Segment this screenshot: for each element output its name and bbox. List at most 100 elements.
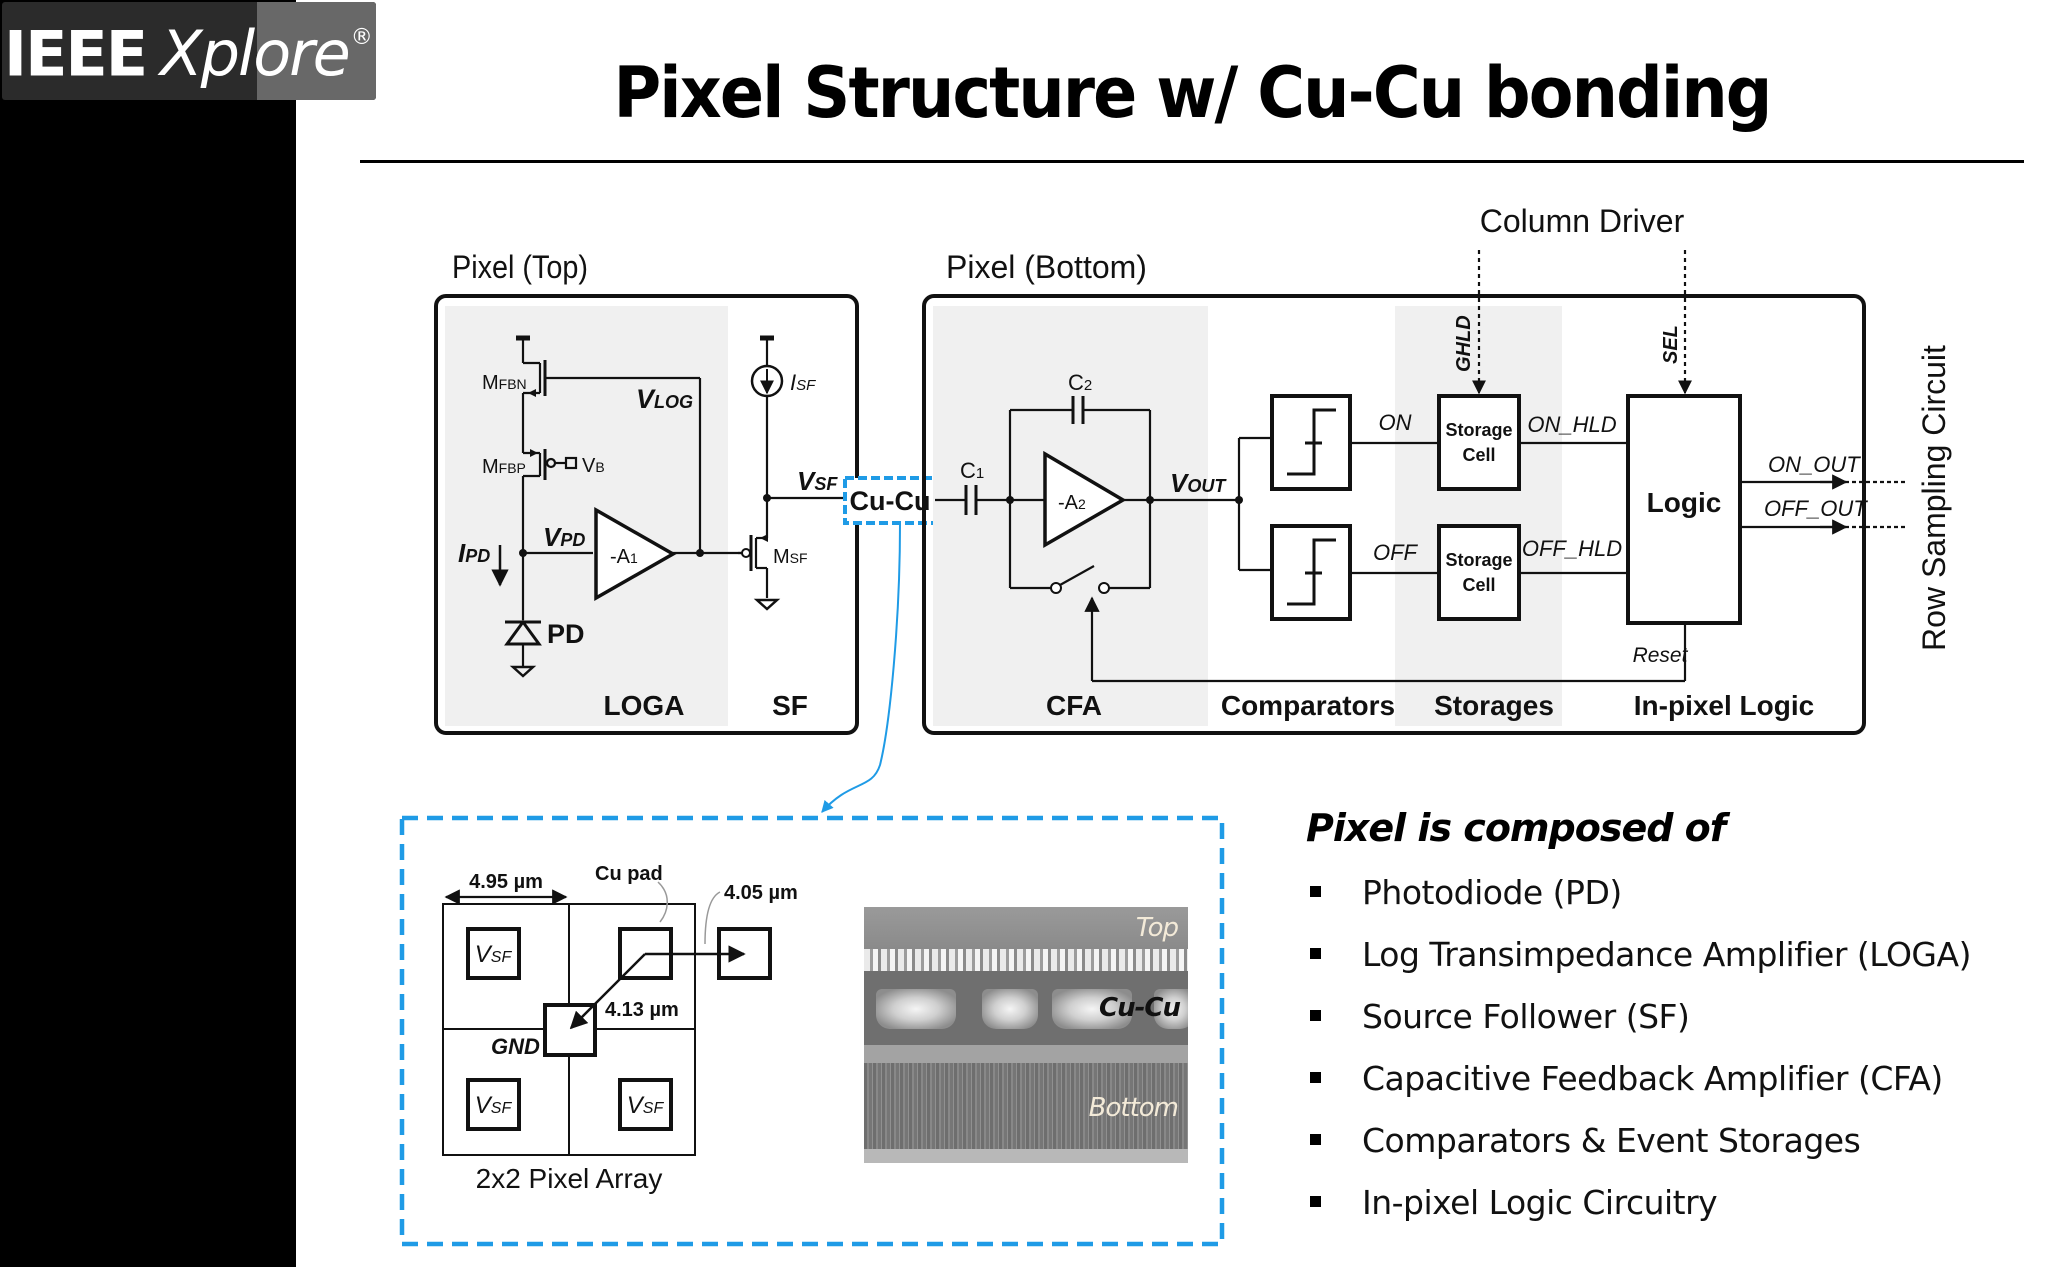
list-item-text: Log Transimpedance Amplifier (LOGA) (1362, 935, 1971, 974)
mfbp-transistor (521, 449, 578, 553)
diagonal-spacing-label: 4.13 µm (605, 999, 679, 1021)
off-out-label: OFF_OUT (1764, 496, 1868, 521)
pixel-array-caption: 2x2 Pixel Array (476, 1163, 663, 1194)
hysteresis-icon (1287, 408, 1336, 476)
svg-text:VSF: VSF (475, 941, 513, 968)
cu-cu-detail-inset-frame (399, 815, 1225, 1247)
gnd-label: GND (491, 1034, 540, 1059)
mfbn-label: MFBN (482, 372, 527, 394)
sem-cu-pillar (1052, 989, 1132, 1029)
off-signal-label: OFF (1373, 540, 1419, 565)
amp-a2-triangle (1043, 450, 1127, 549)
storage-cell-label: Cell (1462, 575, 1495, 595)
loga-wires (521, 551, 745, 666)
square-bullet-icon (1310, 948, 1321, 959)
ipd-label: IPD (458, 538, 490, 568)
horizontal-spacing-label: 4.05 µm (724, 882, 798, 904)
section-label-storages: Storages (1434, 690, 1554, 721)
vsf-pad-bottom-right: VSF (618, 1078, 673, 1131)
msf-arrow-icon (760, 534, 768, 542)
list-item: In-pixel Logic Circuitry (1306, 1172, 1971, 1234)
cu-cu-bond[interactable]: Cu-Cu (843, 476, 937, 525)
list-item: Log Transimpedance Amplifier (LOGA) (1306, 924, 1971, 986)
on-out-label: ON_OUT (1768, 452, 1861, 477)
vsf-pad-bottom-left: VSF (466, 1078, 521, 1131)
cu-pad-label: Cu pad (595, 863, 663, 885)
svg-text:VSF: VSF (475, 1092, 513, 1119)
vsf-pad-top-left: VSF (466, 927, 521, 980)
sem-top-layer (864, 907, 1188, 949)
diagonal-spacing-arrow (569, 953, 646, 1030)
comparator-on (1270, 394, 1352, 491)
msf-gate-bubble (741, 548, 751, 558)
list-item-text: In-pixel Logic Circuitry (1362, 1183, 1718, 1222)
slide-title: Pixel Structure w/ Cu-Cu bonding (613, 52, 1772, 134)
loga-section-shade (445, 306, 728, 726)
logic-block (1626, 394, 1742, 625)
comparator-off (1270, 524, 1352, 621)
pixel-top-label: Pixel (Top) (452, 250, 588, 286)
pitch-dimension-label: 4.95 µm (469, 871, 543, 893)
on-hld-label: ON_HLD (1527, 412, 1616, 437)
c2-label: C2 (1068, 370, 1092, 395)
storage-cell-label: Cell (1462, 445, 1495, 465)
logo-grey-block (257, 2, 376, 100)
square-bullet-icon (1310, 1134, 1321, 1145)
vsf-label: VSF (797, 466, 838, 496)
composition-list: Photodiode (PD) Log Transimpedance Ampli… (1306, 862, 1971, 1234)
vout-split-node (1235, 496, 1243, 504)
sem-bottom-layer (864, 1063, 1188, 1149)
list-item-text: Photodiode (PD) (1362, 873, 1622, 912)
reset-switch-contact-left (1050, 582, 1062, 594)
ghld-label: GHLD (1453, 315, 1475, 372)
pd-label: PD (547, 619, 585, 649)
on-signal-label: ON (1379, 410, 1412, 435)
sem-label-top: Top (1135, 913, 1179, 943)
vb-label: VB (582, 455, 605, 477)
svg-text:VSF: VSF (627, 1092, 665, 1119)
vsf-node (763, 494, 771, 502)
c1-capacitor-icon (964, 485, 978, 515)
mfbn-transistor (516, 335, 702, 553)
sem-base-layer (864, 1149, 1188, 1163)
amp-a1-triangle (594, 506, 677, 602)
section-label-sf: SF (772, 690, 808, 721)
vpd-node (519, 549, 527, 557)
sem-interface-layer (864, 949, 1188, 971)
square-bullet-icon (1310, 1010, 1321, 1021)
section-label-loga: LOGA (604, 690, 685, 721)
sel-label: SEL (1660, 325, 1682, 364)
mfbp-label: MFBP (482, 456, 526, 478)
c1-label: C1 (960, 458, 984, 483)
horizontal-spacing-pointer (704, 891, 721, 945)
pixel-bottom-label: Pixel (Bottom) (946, 249, 1147, 285)
composition-heading: Pixel is composed of (1306, 806, 1726, 850)
sem-label-cu-cu: Cu-Cu (1099, 993, 1181, 1023)
title-divider (360, 160, 2024, 163)
pixel-bottom-block: C1 C2 -A2 VOUT (922, 250, 1906, 735)
vout-label: VOUT (1170, 468, 1227, 498)
sem-cu-pillar (982, 989, 1038, 1029)
column-driver-label: Column Driver (1480, 203, 1685, 239)
cu-cu-box[interactable] (843, 476, 937, 525)
isf-current-source-icon (750, 364, 784, 398)
logo-brand: IEEE (4, 17, 148, 91)
vlog-label: VLOG (636, 384, 693, 414)
cu-cu-label: Cu-Cu (850, 486, 931, 516)
pixel-top-block: MFBN VLOG MFBP VB -A1 VPD IPD (434, 294, 859, 735)
logic-label: Logic (1647, 487, 1722, 518)
list-item: Comparators & Event Storages (1306, 1110, 1971, 1172)
reset-switch-contact-right (1098, 582, 1110, 594)
storage-cell-label: Storage (1445, 550, 1512, 570)
sem-cu-pillar (1154, 989, 1188, 1029)
mfbp-arrow-icon (530, 449, 538, 457)
left-black-bar (0, 0, 296, 1267)
sem-cross-section-image: Top Cu-Cu Bottom (864, 907, 1188, 1163)
storage-cell-off: Storage Cell (1437, 524, 1521, 621)
list-item: Source Follower (SF) (1306, 986, 1971, 1048)
msf-label: MSF (773, 546, 808, 568)
off-hld-label: OFF_HLD (1522, 536, 1622, 561)
list-item-text: Capacitive Feedback Amplifier (CFA) (1362, 1059, 1943, 1098)
